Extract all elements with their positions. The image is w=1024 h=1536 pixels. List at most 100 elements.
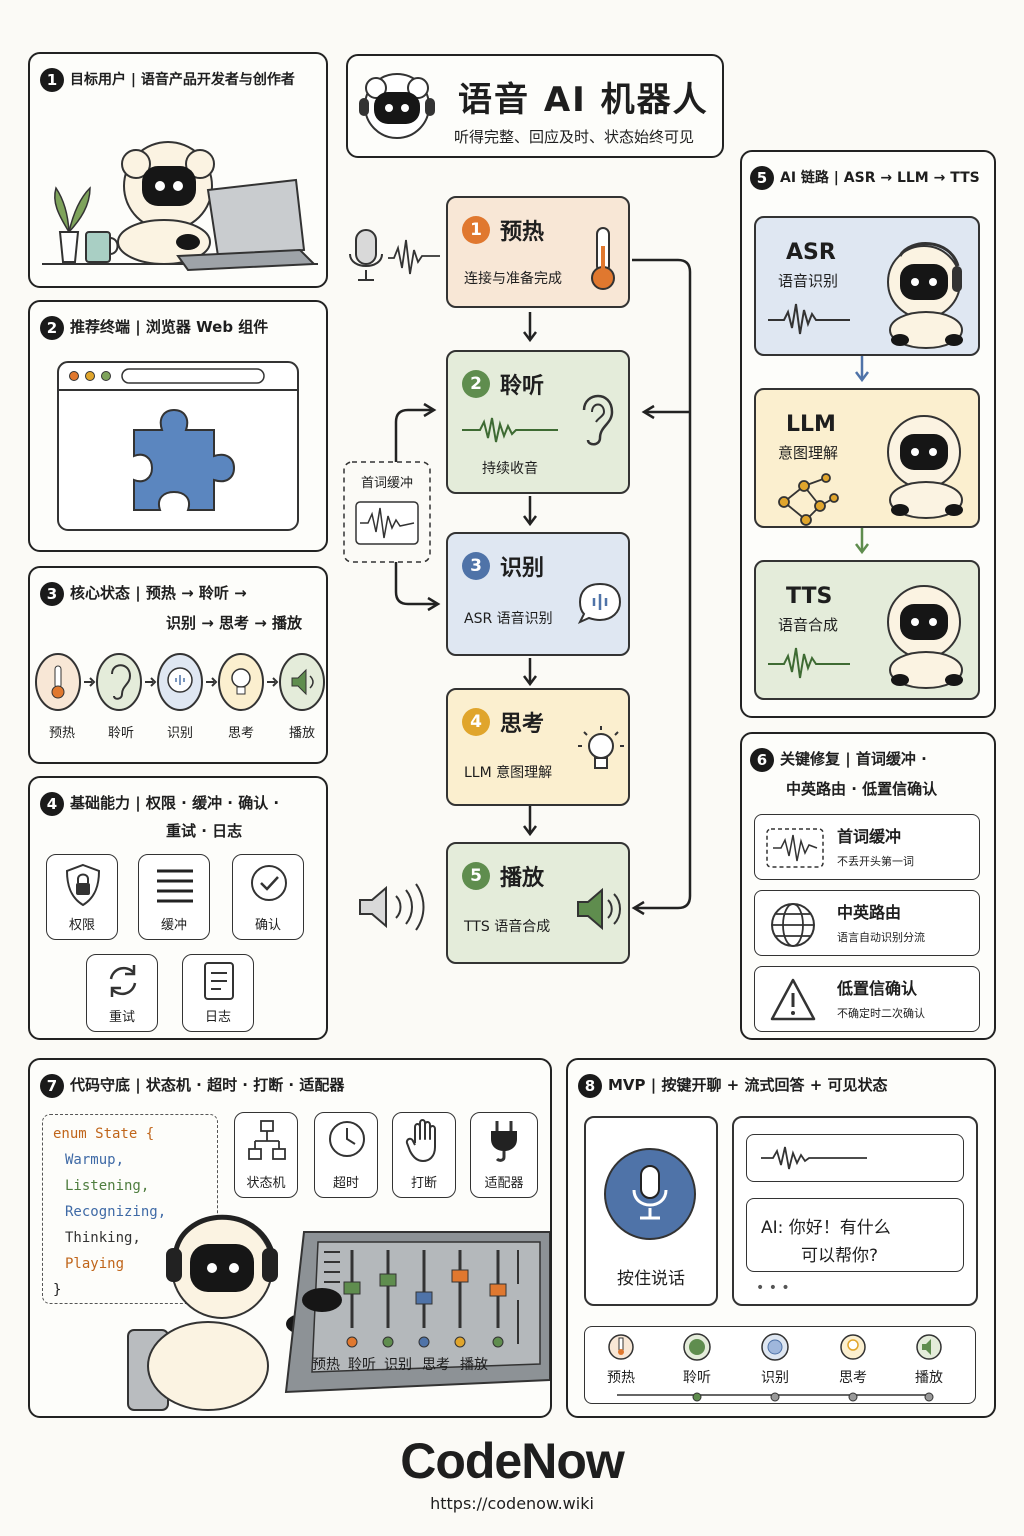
panel-number: 8 [578,1073,602,1098]
footer-url[interactable]: https://codenow.wiki [430,1494,594,1513]
listening-dot-icon [683,1333,711,1361]
panel-title: 代码守底 | 状态机 · 超时 · 打断 · 适配器 [70,1076,345,1094]
browser-window-icon [57,361,299,531]
speaker-icon [279,653,325,711]
flow-connectors [343,229,692,931]
panel-title-line2: 识别 → 思考 → 播放 [166,614,303,632]
microphone-wave-icon [349,229,440,281]
panel-number: 1 [40,67,64,92]
retry-arrows-icon [109,965,137,997]
globe-icon [771,903,815,947]
waveform-buffer-icon [766,828,824,868]
state-label: 播放 [288,726,315,741]
panel-number: 2 [40,315,64,340]
status-label: 聆听 [683,1370,711,1386]
pipeline-decorations [768,242,963,689]
mixer-label: 预热 [312,1357,340,1373]
speaker-icon [577,887,621,931]
panel-target-user: 1 目标用户 | 语音产品开发者与创作者 [28,52,328,288]
shield-lock-icon [65,863,101,907]
fix-language-routing: 中英路由 语言自动识别分流 [754,890,980,956]
status-label: 思考 [839,1370,867,1386]
tool-timeout: 超时 [314,1112,378,1198]
push-to-talk-label: 按住说话 [617,1269,685,1289]
ai-reply-bubble: AI: 你好！有什么 可以帮你? [746,1198,964,1272]
panel-title: 推荐终端 | 浏览器 Web 组件 [70,318,269,336]
capability-confirm: 确认 [232,854,304,940]
panel-title: 基础能力 | 权限 · 缓冲 · 确认 · [70,794,280,812]
developer-at-laptop-illustration [42,141,318,272]
sheep-robot-headphones-icon [887,242,963,349]
hand-stop-icon [405,1119,436,1162]
sheep-robot-mixer-illustration [127,1214,550,1411]
tool-state-machine: 状态机 [234,1112,298,1198]
push-to-talk-card: 按住说话 [584,1116,718,1306]
ai-reply-line2: 可以帮你? [801,1246,879,1266]
microphone-icon [632,1165,668,1220]
sheep-robot-icon [887,415,963,519]
status-label: 播放 [915,1370,943,1386]
check-circle-icon [251,865,287,901]
robot-mascot-icon [359,73,435,139]
thermometer-icon [608,1334,634,1360]
panel-recommended-terminal: 2 推荐终端 | 浏览器 Web 组件 [28,300,328,552]
lightbulb-icon [578,726,624,769]
panel-title: MVP | 按键开聊 + 流式回答 + 可见状态 [608,1076,888,1094]
mixer-label: 播放 [460,1357,488,1373]
panel-number: 5 [750,165,774,190]
lightbulb-icon [218,653,264,711]
state-sequence [35,653,325,711]
code-snippet: enum State { Warmup, Listening, Recogniz… [42,1114,218,1304]
status-indicators [608,1333,942,1402]
mixer-label: 聆听 [348,1357,376,1373]
thermometer-icon [591,227,615,290]
document-log-icon [204,962,234,1000]
header-panel: 语音 AI 机器人 听得完整、回应及时、状态始终可见 [346,54,724,158]
buffer-label: 首词缓冲 [360,476,413,491]
panel-number: 3 [40,581,64,606]
waveform-icon [462,417,558,443]
brand-logo: CodeNow [400,1433,625,1489]
panel-title: 目标用户 | 语音产品开发者与创作者 [70,72,295,88]
capability-buffer: 缓冲 [138,854,210,940]
status-label: 预热 [607,1370,635,1386]
page-subtitle: 听得完整、回应及时、状态始终可见 [454,128,695,146]
capability-permission: 权限 [46,854,118,940]
panel-number: 4 [40,791,64,816]
chat-card: AI: 你好！有什么 可以帮你? • • • [732,1116,978,1306]
page-title: 语音 AI 机器人 [458,80,709,120]
mixer-label: 思考 [422,1357,450,1373]
tool-interrupt: 打断 [392,1112,456,1198]
panel-number: 6 [750,747,774,772]
warning-triangle-icon [770,978,816,1021]
panel-number: 7 [40,1073,64,1098]
push-to-talk-button[interactable] [604,1148,696,1240]
mixer-label: 识别 [384,1357,412,1373]
ai-reply-line1: AI: 你好！有什么 [761,1218,891,1238]
status-bar: 预热 聆听 识别 思考 播放 [584,1326,976,1404]
recognizing-dot-icon [761,1333,789,1361]
panel-title: 核心状态 | 预热 → 聆听 → [70,584,247,602]
speech-bubble-icon [577,582,622,625]
state-label: 思考 [227,726,254,741]
speaker-output-icon [359,883,425,931]
typing-indicator: • • • [756,1280,790,1296]
fix-first-word-buffer: 首词缓冲 不丢开头第一词 [754,814,980,880]
sheep-robot-icon [887,585,963,689]
panel-title: AI 链路 | ASR → LLM → TTS [780,170,980,186]
speech-bubble-icon [157,653,203,711]
thermometer-icon [35,653,81,711]
panel-title-line2: 重试 · 日志 [166,822,243,840]
status-label: 识别 [761,1370,789,1386]
plug-icon [491,1121,517,1162]
voice-input-bubble [746,1134,964,1182]
waveform-icon [761,1146,867,1170]
clock-icon [329,1121,365,1157]
state-label: 识别 [166,726,193,741]
panel-title: 关键修复 | 首词缓冲 · [780,750,927,768]
ear-icon [96,653,142,711]
panel-title-line2: 中英路由 · 低置信确认 [786,780,938,798]
state-label: 聆听 [107,726,134,741]
